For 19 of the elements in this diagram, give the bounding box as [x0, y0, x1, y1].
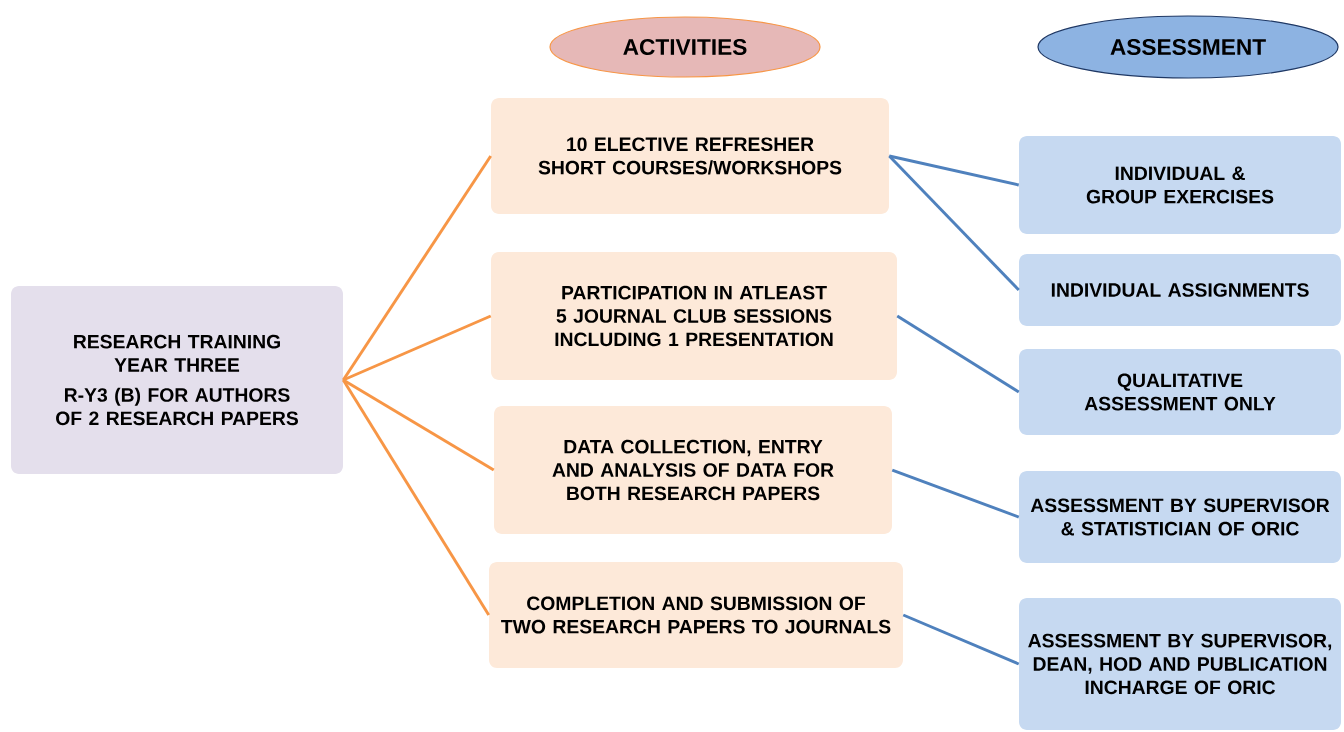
activity-box: 10 ELECTIVE REFRESHER SHORT COURSES/WORKSHOPS — [491, 98, 889, 214]
activity-box: COMPLETION AND SUBMISSION OF TWO RESEARCH PAPERS TO JOURNALS — [489, 562, 903, 668]
topic-box: RESEARCH TRAINING YEAR THREE R-Y3 (B) FOR AUTHORS OF 2 RESEARCH PAPERS — [11, 286, 343, 474]
connector-line — [342, 314, 492, 382]
connector-line — [342, 378, 495, 472]
connector-line — [902, 613, 1020, 666]
activity-box: DATA COLLECTION, ENTRY AND ANALYSIS OF DATA FOR BOTH RESEARCH PAPERS — [494, 406, 892, 534]
connector-line — [891, 468, 1020, 519]
connector-line — [888, 155, 1020, 291]
assessment-box: ASSESSMENT BY SUPERVISOR & STATISTICIAN OF ORIC — [1019, 471, 1341, 563]
connector-line — [888, 154, 1020, 187]
assessment-box: QUALITATIVE ASSESSMENT ONLY — [1019, 349, 1341, 435]
connector-line — [896, 314, 1020, 394]
connector-line — [342, 155, 492, 381]
activity-box: PARTICIPATION IN ATLEAST 5 JOURNAL CLUB SESSIONS INCLUDING 1 PRESENTATION — [491, 252, 897, 380]
assessment-box: ASSESSMENT BY SUPERVISOR, DEAN, HOD AND PUBLICATION INCHARGE OF ORIC — [1019, 598, 1341, 730]
assessment-box: INDIVIDUAL & GROUP EXERCISES — [1019, 136, 1341, 234]
connector-line — [342, 379, 490, 616]
assessment-box: INDIVIDUAL ASSIGNMENTS — [1019, 254, 1341, 326]
